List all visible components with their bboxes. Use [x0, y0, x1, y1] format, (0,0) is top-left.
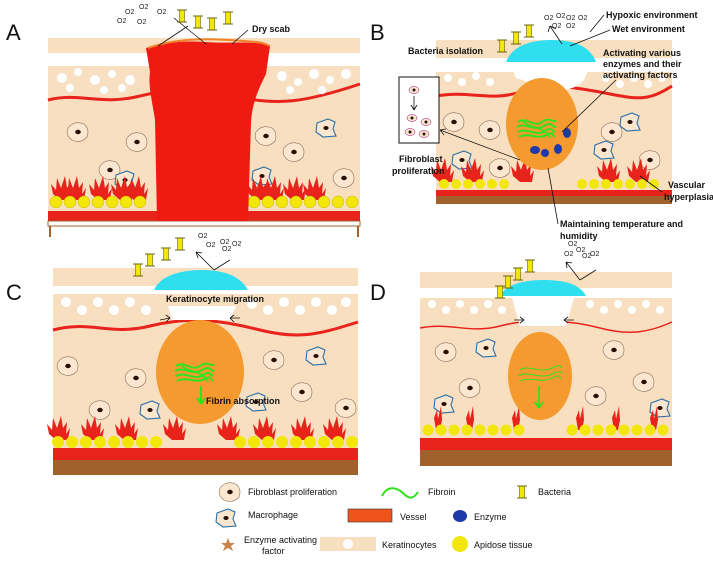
adipose-cells — [439, 179, 659, 189]
svg-text:O2: O2 — [566, 15, 575, 22]
panel-a: A Dry scab — [6, 4, 361, 237]
svg-text:Enzyme: Enzyme — [474, 512, 507, 522]
svg-text:Bacteria: Bacteria — [538, 487, 571, 497]
panel-b: B O2 — [370, 10, 713, 241]
absorption-arrow — [196, 386, 206, 405]
enzyme-dots — [530, 128, 571, 157]
wet-label: Wet environment — [612, 24, 685, 34]
legend-fibroin: Fibroin — [381, 487, 456, 499]
svg-text:O2: O2 — [568, 241, 577, 248]
maintaining-label-line2: humidity — [560, 231, 598, 241]
panel-d: D — [370, 241, 673, 466]
legend-fibroblast: Fibroblast proliferation — [218, 482, 337, 502]
wound-gap — [512, 298, 574, 326]
svg-text:O2: O2 — [552, 23, 561, 30]
svg-text:Macrophage: Macrophage — [248, 510, 298, 520]
fibroblast-label-line2: proliferation — [392, 166, 445, 176]
fibroin-mesh — [517, 365, 563, 382]
svg-text:Apidose tissue: Apidose tissue — [474, 540, 533, 550]
svg-text:O2: O2 — [157, 9, 166, 16]
svg-text:Keratinocytes: Keratinocytes — [382, 540, 437, 550]
vascular-label-line1: Vascular — [668, 180, 706, 190]
svg-text:O2: O2 — [590, 251, 599, 258]
svg-text:O2: O2 — [198, 233, 207, 240]
muscle-layer — [47, 220, 361, 227]
svg-text:O2: O2 — [576, 247, 585, 254]
epidermis-layer — [420, 272, 672, 288]
svg-text:O2: O2 — [206, 242, 215, 249]
keratinocyte-cells — [428, 300, 664, 314]
svg-text:O2: O2 — [220, 239, 229, 246]
dry-scab — [146, 41, 270, 221]
wound-gap — [510, 62, 592, 90]
keratinocyte-cells — [56, 67, 352, 95]
legend-macrophage: Macrophage — [215, 508, 298, 528]
dry-scab-label: Dry scab — [252, 24, 291, 34]
muscle-layer — [53, 460, 358, 475]
maintaining-label-line1: Maintaining temperature and — [560, 219, 683, 229]
svg-text:O2: O2 — [117, 18, 126, 25]
inset-fibroblasts — [404, 86, 432, 138]
wound-gap — [168, 306, 236, 320]
keratinocyte-cells — [61, 297, 351, 315]
svg-text:O2: O2 — [582, 253, 591, 260]
svg-text:O2: O2 — [578, 15, 587, 22]
fibrin-absorption-label: Fibrin absorption — [206, 396, 280, 406]
activating-label-line2: enzymes and their — [603, 59, 682, 69]
legend: Fibroblast proliferation Fibroin Bacteri… — [215, 482, 571, 556]
vascular-label-line2: hyperplasia — [664, 192, 713, 202]
svg-text:O2: O2 — [125, 9, 134, 16]
dressing — [506, 40, 596, 62]
svg-text:Fibroin: Fibroin — [428, 487, 456, 497]
keratinocyte-migration-label: Keratinocyte migration — [166, 294, 264, 304]
vessel-layer — [53, 448, 358, 460]
svg-text:O2: O2 — [564, 251, 573, 258]
svg-text:O2: O2 — [222, 246, 231, 253]
panel-a-letter: A — [6, 20, 21, 45]
oxygen-molecules: O2 O2 O2 O2 O2 O2 — [544, 13, 587, 30]
svg-text:O2: O2 — [139, 4, 148, 11]
vessel-layer — [420, 438, 672, 450]
svg-text:O2: O2 — [137, 19, 146, 26]
oxygen-molecules: O2 O2 O2 O2 O2 — [198, 233, 241, 253]
svg-text:O2: O2 — [566, 23, 575, 30]
legend-adipose: Apidose tissue — [452, 536, 533, 552]
dressing — [154, 270, 248, 290]
fibroblast-label-line1: Fibroblast — [399, 154, 443, 164]
keratinocyte-cells — [444, 72, 666, 88]
vessel-layer — [436, 190, 672, 196]
adipose-cells — [52, 436, 358, 448]
svg-text:O2: O2 — [556, 13, 565, 20]
legend-vessel: Vessel — [347, 508, 427, 523]
wound-bed — [506, 78, 578, 170]
panel-c: C Keratinocyte migratio — [6, 233, 359, 475]
svg-text:Enzyme activating: Enzyme activating — [244, 535, 317, 545]
activating-label-line1: Activating various — [603, 48, 681, 58]
dressing — [500, 280, 586, 296]
panel-c-letter: C — [6, 280, 22, 305]
panel-b-letter: B — [370, 20, 385, 45]
activating-label-line3: activating factors — [603, 70, 678, 80]
svg-text:Vessel: Vessel — [400, 512, 427, 522]
hypoxic-label: Hypoxic environment — [606, 10, 698, 20]
oxygen-molecules: O2 O2 O2 O2 O2 — [117, 4, 166, 26]
absorption-arrow — [534, 386, 544, 409]
oxygen-molecules: O2 O2 O2 O2 O2 — [564, 241, 599, 260]
bacteria-isolation-label: Bacteria isolation — [408, 46, 483, 56]
legend-keratinocytes: Keratinocytes — [320, 537, 437, 551]
legend-enzyme: Enzyme — [453, 510, 507, 522]
adipose-cells — [49, 195, 359, 209]
svg-text:O2: O2 — [544, 15, 553, 22]
svg-text:Fibroblast proliferation: Fibroblast proliferation — [248, 487, 337, 497]
legend-bacteria: Bacteria — [516, 485, 571, 499]
svg-text:factor: factor — [262, 546, 285, 556]
legend-enzyme-factor: Enzyme activating factor — [221, 535, 317, 556]
svg-text:O2: O2 — [232, 241, 241, 248]
muscle-layer — [420, 450, 672, 466]
panel-d-letter: D — [370, 280, 386, 305]
adipose-cells — [422, 424, 669, 436]
